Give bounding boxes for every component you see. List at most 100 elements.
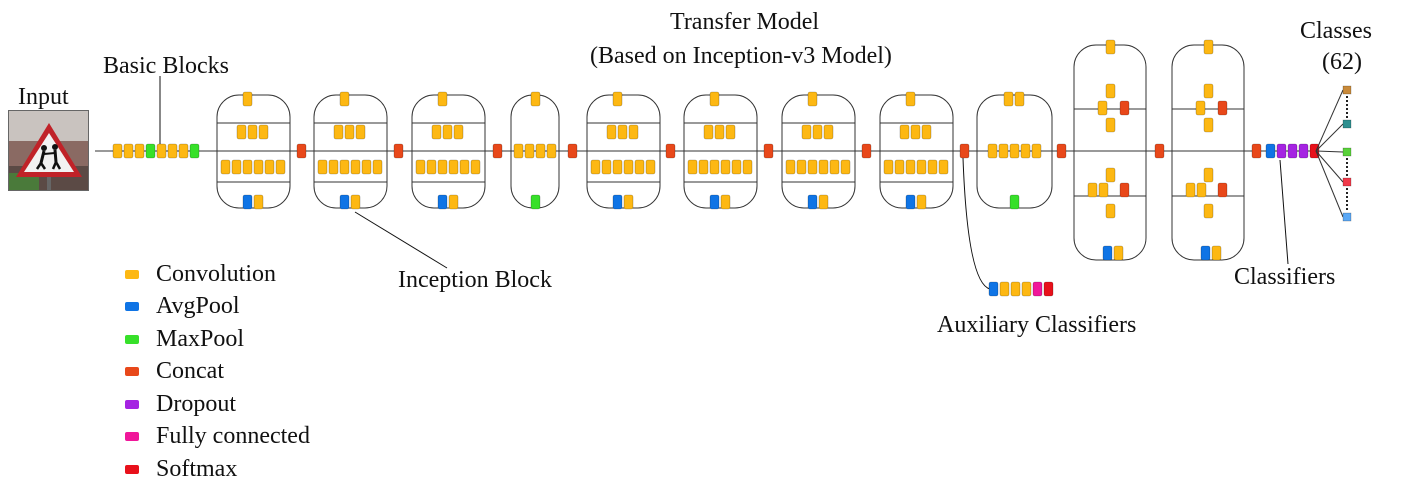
conv-block bbox=[1105, 167, 1116, 183]
auxiliary-classifiers-label: Auxiliary Classifiers bbox=[937, 312, 1137, 338]
conv-block bbox=[372, 159, 383, 175]
conv-block bbox=[470, 159, 481, 175]
ellipsis-dot bbox=[1346, 108, 1348, 110]
avgpool-block bbox=[612, 194, 623, 210]
ellipsis-dot bbox=[1346, 162, 1348, 164]
concat-block bbox=[296, 143, 307, 159]
conv-block bbox=[1203, 39, 1214, 55]
concat-block bbox=[1119, 182, 1130, 198]
maxpool-block bbox=[189, 143, 200, 159]
legend-item: Convolution bbox=[125, 258, 310, 291]
legend-label: Concat bbox=[156, 358, 224, 385]
conv-block bbox=[253, 159, 264, 175]
conv-block bbox=[1010, 281, 1021, 297]
ellipsis-dot bbox=[1346, 170, 1348, 172]
softmax-block bbox=[1043, 281, 1054, 297]
dropout-block bbox=[1298, 143, 1309, 159]
concat-block bbox=[1251, 143, 1262, 159]
conv-block bbox=[1105, 83, 1116, 99]
class-output-node bbox=[1342, 119, 1352, 129]
fc-block bbox=[1032, 281, 1043, 297]
concat-block bbox=[861, 143, 872, 159]
conv-block bbox=[623, 159, 634, 175]
ellipsis-dot bbox=[1346, 104, 1348, 106]
conv-block bbox=[921, 124, 932, 140]
inception-module-outline bbox=[216, 94, 291, 209]
conv-block bbox=[1105, 117, 1116, 133]
conv-block bbox=[1203, 83, 1214, 99]
conv-block bbox=[123, 143, 134, 159]
input-label: Input bbox=[18, 84, 69, 110]
conv-block bbox=[634, 159, 645, 175]
conv-block bbox=[355, 124, 366, 140]
conv-block bbox=[459, 159, 470, 175]
conv-block bbox=[938, 159, 949, 175]
conv-block bbox=[1014, 91, 1025, 107]
conv-block bbox=[437, 159, 448, 175]
classifiers-pointer bbox=[1279, 159, 1289, 265]
conv-block bbox=[1097, 100, 1108, 116]
legend-label: Convolution bbox=[156, 260, 277, 287]
legend-label: Softmax bbox=[156, 455, 238, 482]
conv-block bbox=[264, 159, 275, 175]
conv-block bbox=[442, 124, 453, 140]
conv-block bbox=[134, 143, 145, 159]
conv-block bbox=[905, 91, 916, 107]
conv-block bbox=[242, 159, 253, 175]
maxpool-block bbox=[1009, 194, 1020, 210]
conv-block bbox=[725, 124, 736, 140]
avgpool-block bbox=[1102, 245, 1113, 261]
conv-block bbox=[275, 159, 286, 175]
inception-module-outline bbox=[313, 94, 388, 209]
avgpool-block bbox=[437, 194, 448, 210]
conv-block bbox=[339, 159, 350, 175]
ellipsis-dot bbox=[1346, 200, 1348, 202]
inception-module-outline bbox=[781, 94, 856, 209]
conv-block bbox=[742, 159, 753, 175]
avgpool-block bbox=[242, 194, 253, 210]
class-output-node bbox=[1342, 212, 1352, 222]
legend-item: Fully connected bbox=[125, 421, 310, 454]
conv-block bbox=[431, 124, 442, 140]
children-crossing-warning-sign-icon bbox=[9, 111, 88, 190]
legend-item: AvgPool bbox=[125, 291, 310, 324]
conv-block bbox=[1105, 203, 1116, 219]
conv-block bbox=[1196, 182, 1207, 198]
conv-block bbox=[178, 143, 189, 159]
concat-block bbox=[393, 143, 404, 159]
conv-block bbox=[524, 143, 535, 159]
class-output-connection bbox=[1315, 89, 1344, 152]
ellipsis-dot bbox=[1346, 174, 1348, 176]
conv-block bbox=[112, 143, 123, 159]
legend-swatch bbox=[125, 269, 139, 279]
conv-block bbox=[840, 159, 851, 175]
conv-block bbox=[812, 124, 823, 140]
conv-block bbox=[1098, 182, 1109, 198]
avgpool-block bbox=[709, 194, 720, 210]
conv-block bbox=[883, 159, 894, 175]
conv-block bbox=[231, 159, 242, 175]
class-output-connection bbox=[1315, 150, 1344, 218]
conv-block bbox=[1195, 100, 1206, 116]
legend-item: MaxPool bbox=[125, 323, 310, 356]
conv-block bbox=[242, 91, 253, 107]
ellipsis-dot bbox=[1346, 112, 1348, 114]
class-output-node bbox=[1342, 85, 1352, 95]
conv-block bbox=[344, 124, 355, 140]
inception-module-outline bbox=[683, 94, 758, 209]
conv-block bbox=[731, 159, 742, 175]
conv-block bbox=[448, 194, 459, 210]
concat-block bbox=[959, 143, 970, 159]
conv-block bbox=[720, 194, 731, 210]
inception-block-pointer bbox=[354, 211, 448, 269]
conv-block bbox=[1185, 182, 1196, 198]
legend-label: Dropout bbox=[156, 390, 236, 417]
conv-block bbox=[1105, 39, 1116, 55]
ellipsis-dot bbox=[1346, 116, 1348, 118]
avgpool-block bbox=[905, 194, 916, 210]
legend-label: Fully connected bbox=[156, 423, 310, 450]
conv-block bbox=[823, 124, 834, 140]
conv-block bbox=[796, 159, 807, 175]
conv-block bbox=[361, 159, 372, 175]
